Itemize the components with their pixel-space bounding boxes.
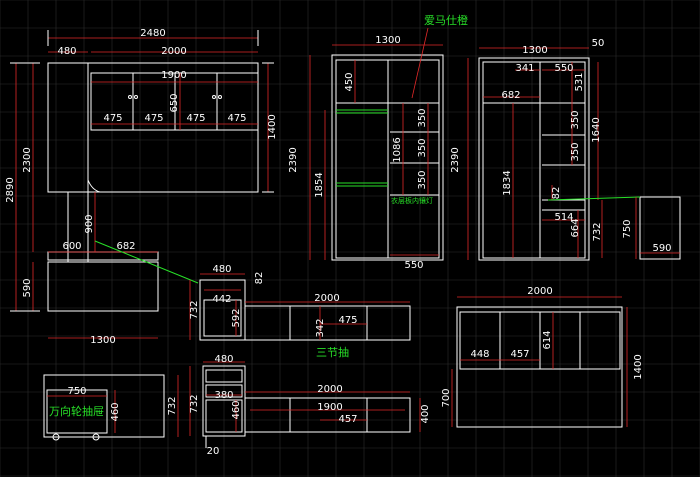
w1-dim-350-c: 350: [417, 170, 428, 189]
left-elevation: 2480 480 2000 1900 650 475 475 475 475 1…: [5, 28, 278, 346]
w1-dim-2390: 2390: [288, 147, 299, 172]
shelving-outline: [456, 306, 623, 428]
w1-dim-450: 450: [344, 72, 355, 91]
dim-2300: 2300: [22, 147, 33, 172]
center-dim-475: 475: [338, 315, 357, 326]
caster-wheel-right: [92, 433, 100, 441]
shelf-light-note: 衣层板内镶灯: [391, 196, 433, 205]
dim-600: 600: [62, 241, 81, 252]
center-dim-480: 480: [212, 264, 231, 275]
tv-cabinet: [244, 397, 411, 433]
center-dim-342: 342: [315, 318, 326, 337]
desk-top: [47, 251, 159, 261]
tv-dim-457: 457: [338, 414, 357, 425]
dim-475-d: 475: [227, 113, 246, 124]
w1-dim-1854: 1854: [314, 172, 325, 197]
door-knob: [128, 95, 132, 99]
pedestal-dim-480: 480: [214, 354, 233, 365]
wardrobe-one-elevation: 1300 450 2390 1854 1086 350 350 350 550 …: [288, 13, 468, 271]
w2-dim-664: 664: [570, 218, 581, 237]
dim-2480: 2480: [140, 28, 165, 39]
w1-dim-550: 550: [404, 260, 423, 271]
pedestal-dim-20: 20: [207, 446, 220, 457]
caster-drawer-outline: [43, 374, 165, 438]
dim-2000: 2000: [161, 46, 186, 57]
w2-dim-682: 682: [501, 90, 520, 101]
w2-dim-350-a: 350: [570, 110, 581, 129]
w2-dim-531: 531: [574, 72, 585, 91]
caster-drawer-note: 万向轮抽屉: [49, 404, 104, 418]
side-cabinet-outline: [639, 196, 681, 260]
dim-475-c: 475: [186, 113, 205, 124]
side-cabinet-leader: [547, 196, 641, 201]
pedestal-dim-732: 732: [189, 394, 200, 413]
pedestal-dim-460: 460: [231, 400, 242, 419]
caster-wheel-left: [52, 433, 60, 441]
w2-dim-50: 50: [592, 38, 605, 49]
dim-1900: 1900: [161, 70, 186, 81]
caster-dim-750: 750: [67, 386, 86, 397]
w2-dim-341: 341: [515, 63, 534, 74]
w2-dim-550: 550: [554, 63, 573, 74]
shelf-dim-448: 448: [470, 349, 489, 360]
dim-900: 900: [84, 214, 95, 233]
corner-curve: [87, 179, 101, 193]
wardrobe-brand-note: 爱马仕橙: [424, 13, 468, 27]
side-cabinet: 750 590: [547, 196, 681, 260]
shelf-dim-1400: 1400: [633, 354, 644, 379]
wardrobe-one-outline: [331, 54, 444, 261]
pedestal-dim-380: 380: [214, 390, 233, 401]
dim-2890: 2890: [5, 177, 16, 202]
lower-cabinet: [47, 261, 159, 312]
w1-dim-350-a: 350: [417, 108, 428, 127]
caster-dim-460: 460: [110, 402, 121, 421]
dim-480: 480: [57, 46, 76, 57]
leader-line: [94, 240, 199, 284]
w2-dim-350-b: 350: [570, 142, 581, 161]
center-dim-732: 732: [189, 300, 200, 319]
center-dim-82: 82: [254, 272, 265, 285]
w2-dim-1640: 1640: [591, 117, 602, 142]
dim-1300: 1300: [90, 335, 115, 346]
caster-drawer: 750 460 732 万向轮抽屉: [43, 374, 179, 441]
side-dim-590: 590: [652, 243, 671, 254]
shelf-dim-457: 457: [510, 349, 529, 360]
tv-dim-2000: 2000: [317, 384, 342, 395]
w1-dim-1300: 1300: [375, 35, 400, 46]
w2-dim-2390: 2390: [450, 147, 461, 172]
dim-475-a: 475: [103, 113, 122, 124]
shelf-dim-614: 614: [542, 330, 553, 349]
center-dim-592: 592: [231, 308, 242, 327]
shelving-unit: 2000 448 457 614 1400 700: [441, 286, 644, 428]
w1-dim-1086: 1086: [392, 137, 403, 162]
drawer-unit: [244, 305, 411, 341]
brand-leader: [411, 27, 429, 99]
caster-dim-732: 732: [167, 396, 178, 415]
center-cabinet: 480 82 442 732 592 2000 342 475 三节抽: [189, 264, 411, 359]
w2-dim-1834: 1834: [502, 170, 513, 195]
three-section-drawer-note: 三节抽: [316, 345, 349, 359]
dim-475-b: 475: [144, 113, 163, 124]
side-dim-750: 750: [622, 219, 633, 238]
wardrobe-two-elevation: 1300 50 341 550 531 682 2390 1834 350 35…: [450, 38, 605, 261]
tv-dim-1900: 1900: [317, 402, 342, 413]
dim-650: 650: [169, 93, 180, 112]
w2-dim-82: 82: [551, 187, 562, 200]
w1-dim-350-b: 350: [417, 138, 428, 157]
dim-1400: 1400: [267, 114, 278, 139]
center-dim-2000: 2000: [314, 293, 339, 304]
w2-dim-514: 514: [554, 212, 573, 223]
w2-dim-1300: 1300: [522, 45, 547, 56]
wardrobe-two-outline: [478, 57, 590, 261]
shelf-dim-2000: 2000: [527, 286, 552, 297]
dim-590: 590: [22, 278, 33, 297]
dim-682: 682: [116, 241, 135, 252]
shelf-dim-700: 700: [441, 388, 452, 407]
w2-dim-732: 732: [592, 222, 603, 241]
tv-unit: 480 380 460 732 20 2000 1900 457 400: [189, 354, 431, 457]
center-dim-442: 442: [212, 294, 231, 305]
tv-dim-400: 400: [420, 404, 431, 423]
